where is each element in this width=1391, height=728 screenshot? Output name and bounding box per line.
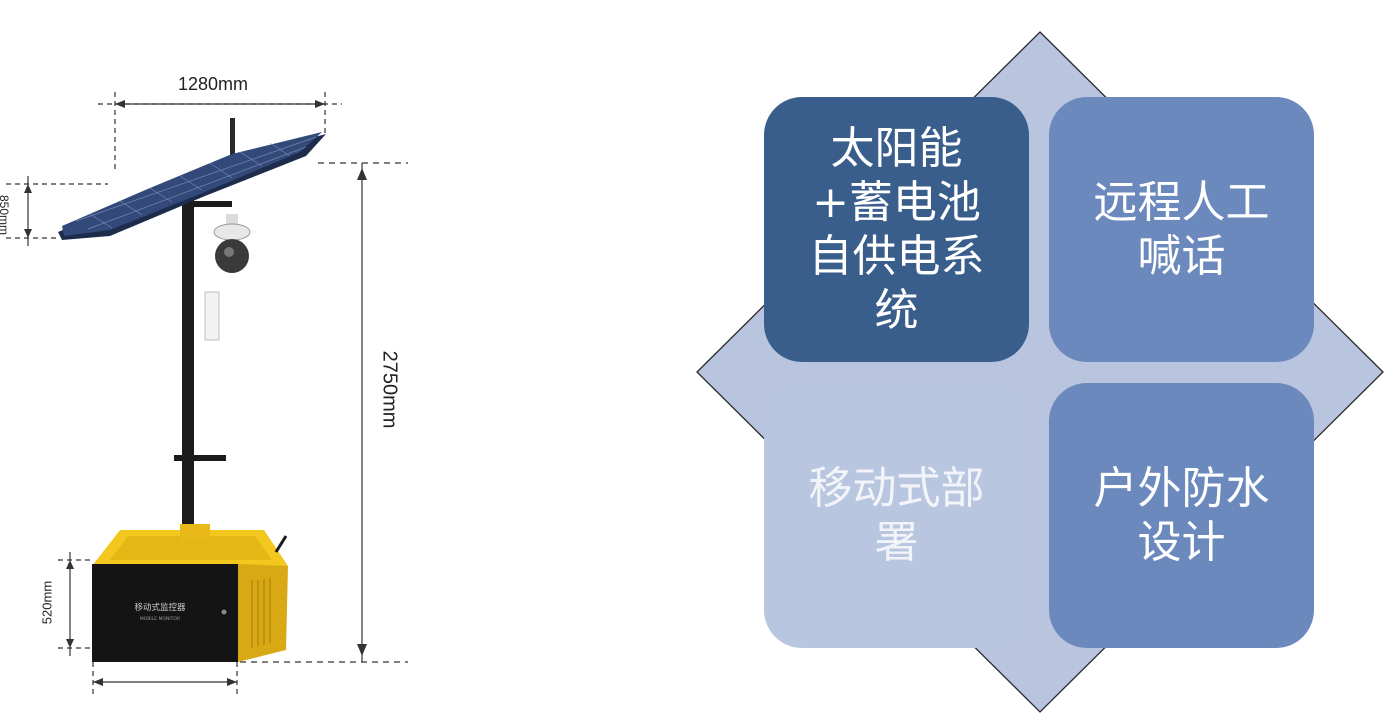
box-label-title: 移动式监控器 <box>134 602 186 613</box>
wireless-module <box>204 291 220 341</box>
box-label-subtitle: MOBILE MONITOR <box>140 616 180 622</box>
dimension-width-label: 1280mm <box>178 74 249 94</box>
product-illustration: 移动式监控器 MOBILE MONITOR <box>6 92 408 694</box>
feature-tile-solar-power: 太阳能+蓄电池自供电系统 <box>764 97 1029 362</box>
antenna <box>230 118 235 160</box>
feature-mobile-deploy-label: 移动式部署 <box>808 462 985 568</box>
dimension-arrowheads <box>24 100 367 686</box>
solar-panel <box>58 132 326 240</box>
feature-waterproof-label: 户外防水设计 <box>1093 462 1270 568</box>
feature-remote-talk-label: 远程人工喊话 <box>1093 176 1270 282</box>
feature-solar-power-label: 太阳能+蓄电池自供电系统 <box>808 122 985 336</box>
feature-tile-remote-talk: 远程人工喊话 <box>1049 97 1314 362</box>
equipment-box <box>92 524 288 662</box>
support-pole <box>174 200 232 540</box>
feature-tile-waterproof: 户外防水设计 <box>1049 383 1314 648</box>
dome-camera-icon <box>213 214 251 273</box>
feature-tile-mobile-deploy: 移动式部署 <box>764 383 1029 648</box>
